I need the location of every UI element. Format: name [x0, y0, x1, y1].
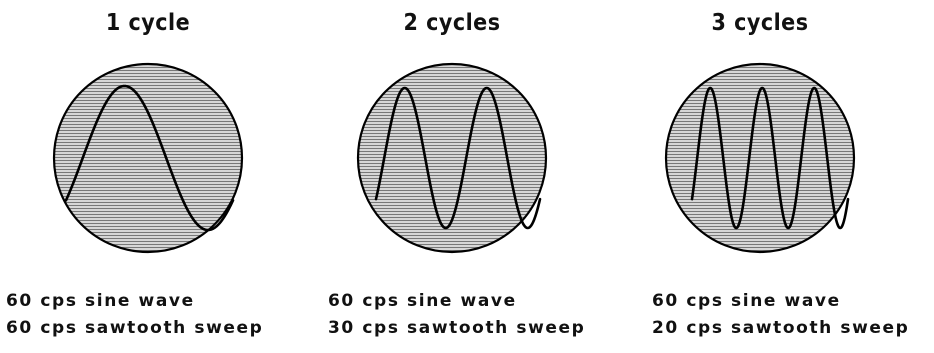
panel-title: 3 cycles — [711, 10, 808, 36]
caption-sweep: 30 cps sawtooth sweep — [328, 318, 585, 338]
caption-signal: 60 cps sine wave — [6, 291, 195, 311]
panel-title: 2 cycles — [403, 10, 500, 36]
caption-signal: 60 cps sine wave — [652, 291, 841, 311]
panel-1: 1 cycle 60 cps sine wave 60 cps sawtooth… — [6, 10, 263, 338]
oscilloscope-screen — [666, 64, 854, 252]
caption-sweep: 20 cps sawtooth sweep — [652, 318, 909, 338]
panel-2: 2 cycles 60 cps sine wave 30 cps sawtoot… — [328, 10, 585, 338]
caption-signal: 60 cps sine wave — [328, 291, 517, 311]
oscilloscope-screen — [54, 64, 242, 252]
panel-title: 1 cycle — [106, 10, 190, 36]
caption-sweep: 60 cps sawtooth sweep — [6, 318, 263, 338]
oscilloscope-screen — [358, 64, 546, 252]
panel-3: 3 cycles 60 cps sine wave 20 cps sawtoot… — [652, 10, 909, 338]
